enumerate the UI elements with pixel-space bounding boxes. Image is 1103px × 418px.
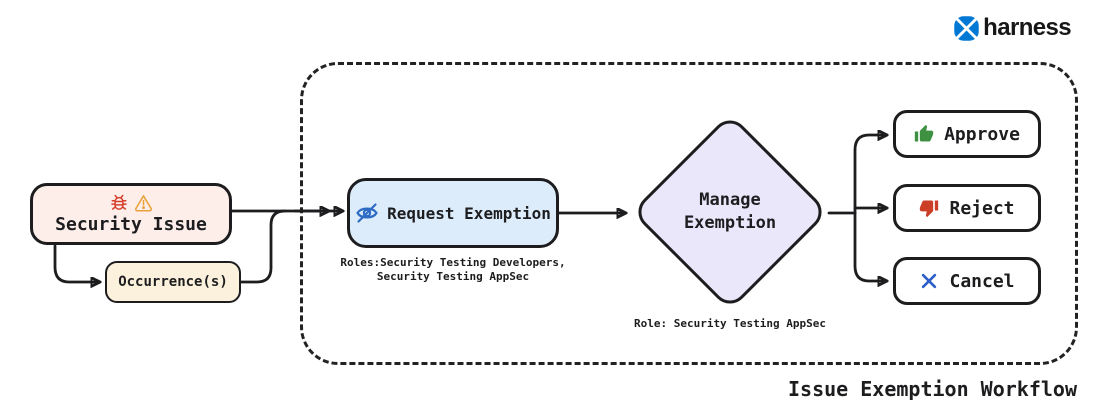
bug-icon	[110, 194, 127, 210]
manage-exemption-role-caption: Role: Security Testing AppSec	[633, 317, 827, 330]
thumbs-down-icon	[920, 200, 939, 218]
manage-exemption-label: Manage Exemption	[683, 190, 777, 233]
node-security-issue: Security Issue	[30, 183, 232, 245]
roles-caption-line2: Security Testing AppSec	[376, 270, 530, 284]
brand: harness	[953, 14, 1072, 42]
node-approve: Approve	[893, 110, 1041, 158]
eye-slash-icon	[356, 203, 378, 223]
workflow-boundary	[300, 62, 1078, 365]
roles-caption-line1: Roles:Security Testing Developers,	[340, 256, 566, 269]
cancel-label: Cancel	[949, 270, 1015, 292]
harness-logo-icon	[954, 15, 979, 41]
security-issue-label: Security Issue	[55, 213, 207, 235]
reject-label: Reject	[949, 197, 1015, 219]
approve-label: Approve	[944, 123, 1020, 145]
node-reject: Reject	[893, 184, 1041, 232]
request-exemption-roles-caption: Roles:Security Testing Developers, Secur…	[313, 256, 593, 285]
brand-name: harness	[983, 14, 1071, 41]
request-exemption-label: Request Exemption	[387, 203, 551, 223]
warning-icon	[134, 195, 152, 212]
workflow-title: Issue Exemption Workflow	[788, 377, 1077, 401]
thumbs-up-icon	[914, 124, 934, 142]
occurrences-label: Occurrence(s)	[118, 274, 228, 290]
node-occurrences: Occurrence(s)	[105, 261, 241, 303]
node-cancel: Cancel	[893, 257, 1041, 305]
security-issue-icons	[110, 194, 153, 212]
x-icon	[922, 273, 937, 289]
node-request-exemption: Request Exemption	[347, 178, 559, 248]
